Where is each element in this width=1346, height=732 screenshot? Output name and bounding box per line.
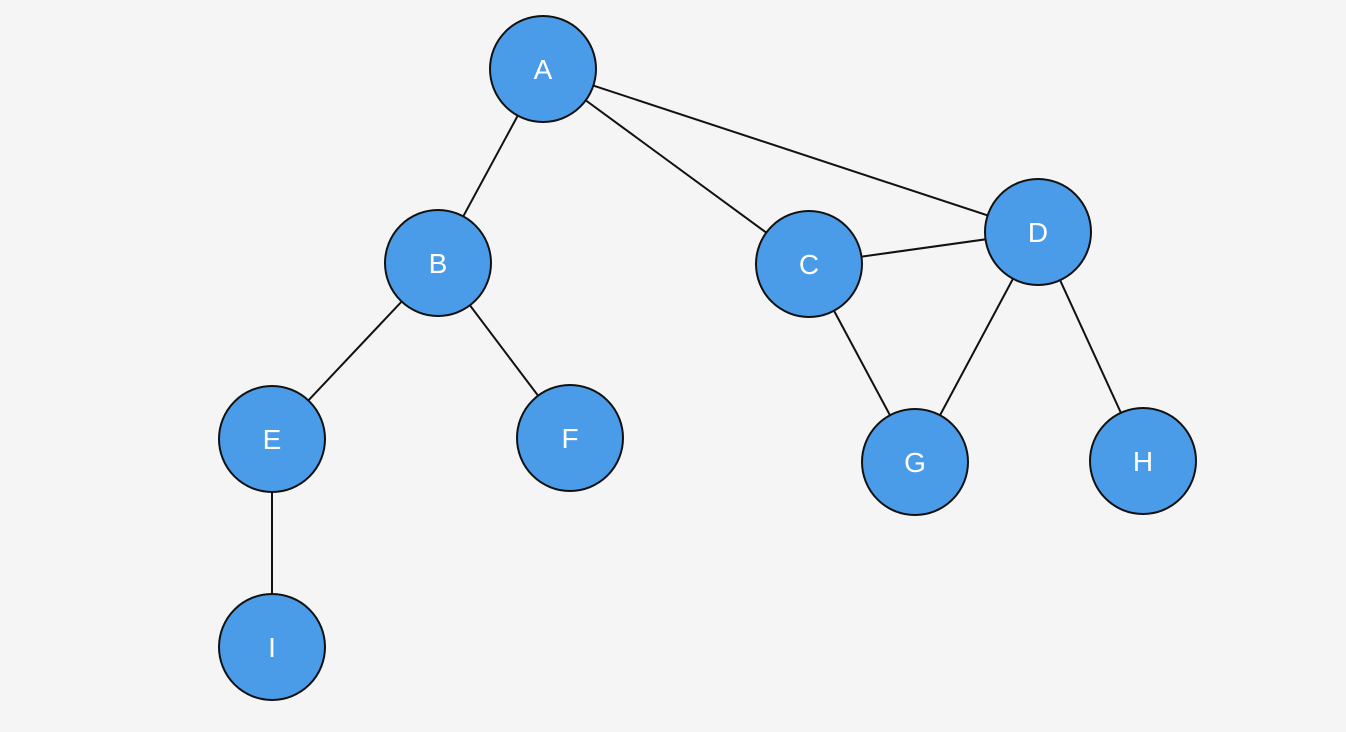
node-circle-B[interactable]	[384, 209, 492, 317]
node-circle-A[interactable]	[489, 15, 597, 123]
node-circle-E[interactable]	[218, 385, 326, 493]
node-circle-I[interactable]	[218, 593, 326, 701]
graph-node-H[interactable]: H	[1089, 407, 1197, 515]
node-circle-F[interactable]	[516, 384, 624, 492]
graph-node-E[interactable]: E	[218, 385, 326, 493]
node-circle-G[interactable]	[861, 408, 969, 516]
graph-node-I[interactable]: I	[218, 593, 326, 701]
node-circle-D[interactable]	[984, 178, 1092, 286]
graph-node-A[interactable]: A	[489, 15, 597, 123]
graph-node-F[interactable]: F	[516, 384, 624, 492]
graph-node-B[interactable]: B	[384, 209, 492, 317]
graph-node-G[interactable]: G	[861, 408, 969, 516]
node-circle-H[interactable]	[1089, 407, 1197, 515]
graph-edge-A-D	[542, 68, 1039, 233]
graph-node-D[interactable]: D	[984, 178, 1092, 286]
edges-layer	[271, 68, 1144, 647]
node-circle-C[interactable]	[755, 210, 863, 318]
graph-edge-A-C	[542, 68, 810, 265]
graph-node-C[interactable]: C	[755, 210, 863, 318]
nodes-layer: AB C D E F G H I	[218, 15, 1197, 701]
